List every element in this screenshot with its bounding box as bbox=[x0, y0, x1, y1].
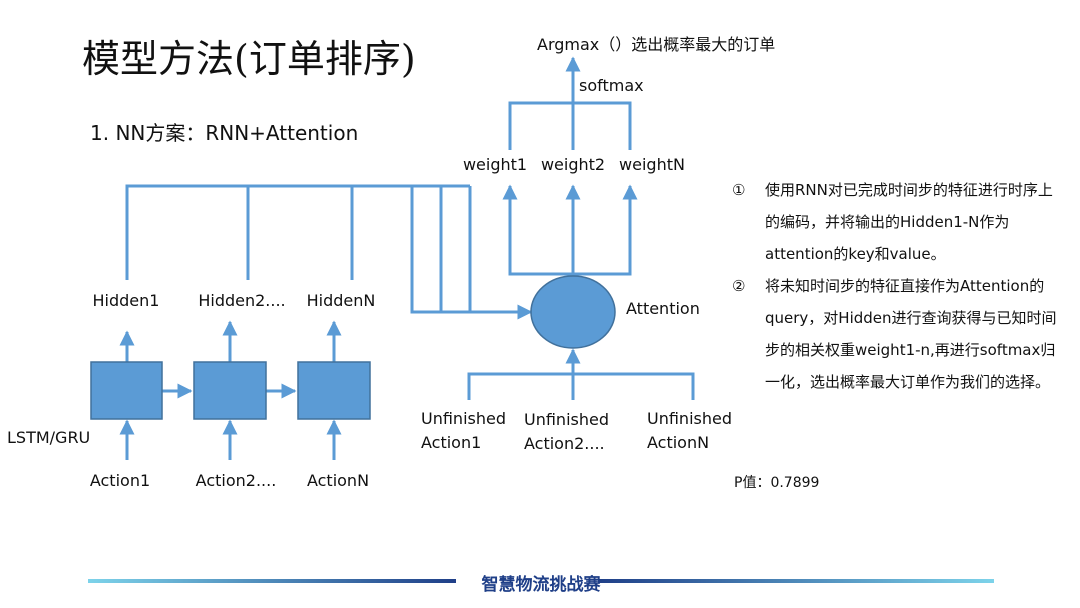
weight2-label: weight2 bbox=[541, 155, 605, 174]
argmax-label: Argmax（）选出概率最大的订单 bbox=[537, 35, 775, 54]
unfinished-bus-line bbox=[467, 372, 695, 400]
bus-to-attention-line-1 bbox=[410, 186, 533, 320]
note-1-mark: ① bbox=[732, 181, 746, 199]
note-1: ① 使用RNN对已完成时间步的特征进行时序上的编码，并将输出的Hidden1-N… bbox=[732, 174, 1062, 270]
footer-title: 智慧物流挑战赛 bbox=[481, 575, 601, 595]
footer-divider-right bbox=[598, 579, 994, 583]
lstm-gru-label: LSTM/GRU bbox=[7, 428, 90, 447]
lstm-cell-box-2 bbox=[193, 361, 267, 420]
weight1-label: weight1 bbox=[463, 155, 527, 174]
section-subtitle: 1. NN方案：RNN+Attention bbox=[90, 121, 359, 145]
lstm-cell-box-3 bbox=[297, 361, 371, 420]
actionN-label: ActionN bbox=[307, 471, 369, 490]
attention-node bbox=[530, 275, 616, 349]
unfinished-action2-line2: Action2.... bbox=[524, 434, 605, 453]
note-2-mark: ② bbox=[732, 277, 746, 295]
action2-label: Action2.... bbox=[196, 471, 277, 490]
attention-to-weights-line bbox=[502, 184, 575, 276]
footer-divider-left bbox=[88, 579, 456, 583]
unfinished-actionN-line2: ActionN bbox=[647, 433, 709, 452]
unfinished-action2-line1: Unfinished bbox=[524, 410, 609, 429]
hidden1-label: Hidden1 bbox=[93, 291, 160, 310]
hidden-bus-line bbox=[125, 184, 470, 280]
unfinished-action1-line2: Action1 bbox=[421, 433, 481, 452]
weightN-label: weightN bbox=[619, 155, 685, 174]
attention-label: Attention bbox=[626, 299, 700, 318]
p-value-text: P值：0.7899 bbox=[734, 475, 820, 491]
softmax-label: softmax bbox=[579, 76, 644, 95]
weights-to-softmax-line bbox=[508, 101, 632, 150]
explanation-notes: ① 使用RNN对已完成时间步的特征进行时序上的编码，并将输出的Hidden1-N… bbox=[732, 174, 1062, 398]
hiddenN-label: HiddenN bbox=[307, 291, 376, 310]
unfinished-action1-line1: Unfinished bbox=[421, 409, 506, 428]
unfinished-actionN-line1: Unfinished bbox=[647, 409, 732, 428]
note-2: ② 将未知时间步的特征直接作为Attention的query，对Hidden进行… bbox=[732, 270, 1062, 398]
attention-to-weightN-arrow bbox=[573, 184, 638, 276]
hidden2-label: Hidden2.... bbox=[198, 291, 285, 310]
page-title: 模型方法(订单排序) bbox=[82, 37, 416, 81]
action1-label: Action1 bbox=[90, 471, 150, 490]
note-1-text: 使用RNN对已完成时间步的特征进行时序上的编码，并将输出的Hidden1-N作为… bbox=[765, 181, 1053, 263]
lstm-cell-box-1 bbox=[90, 361, 163, 420]
note-2-text: 将未知时间步的特征直接作为Attention的query，对Hidden进行查询… bbox=[765, 277, 1057, 391]
